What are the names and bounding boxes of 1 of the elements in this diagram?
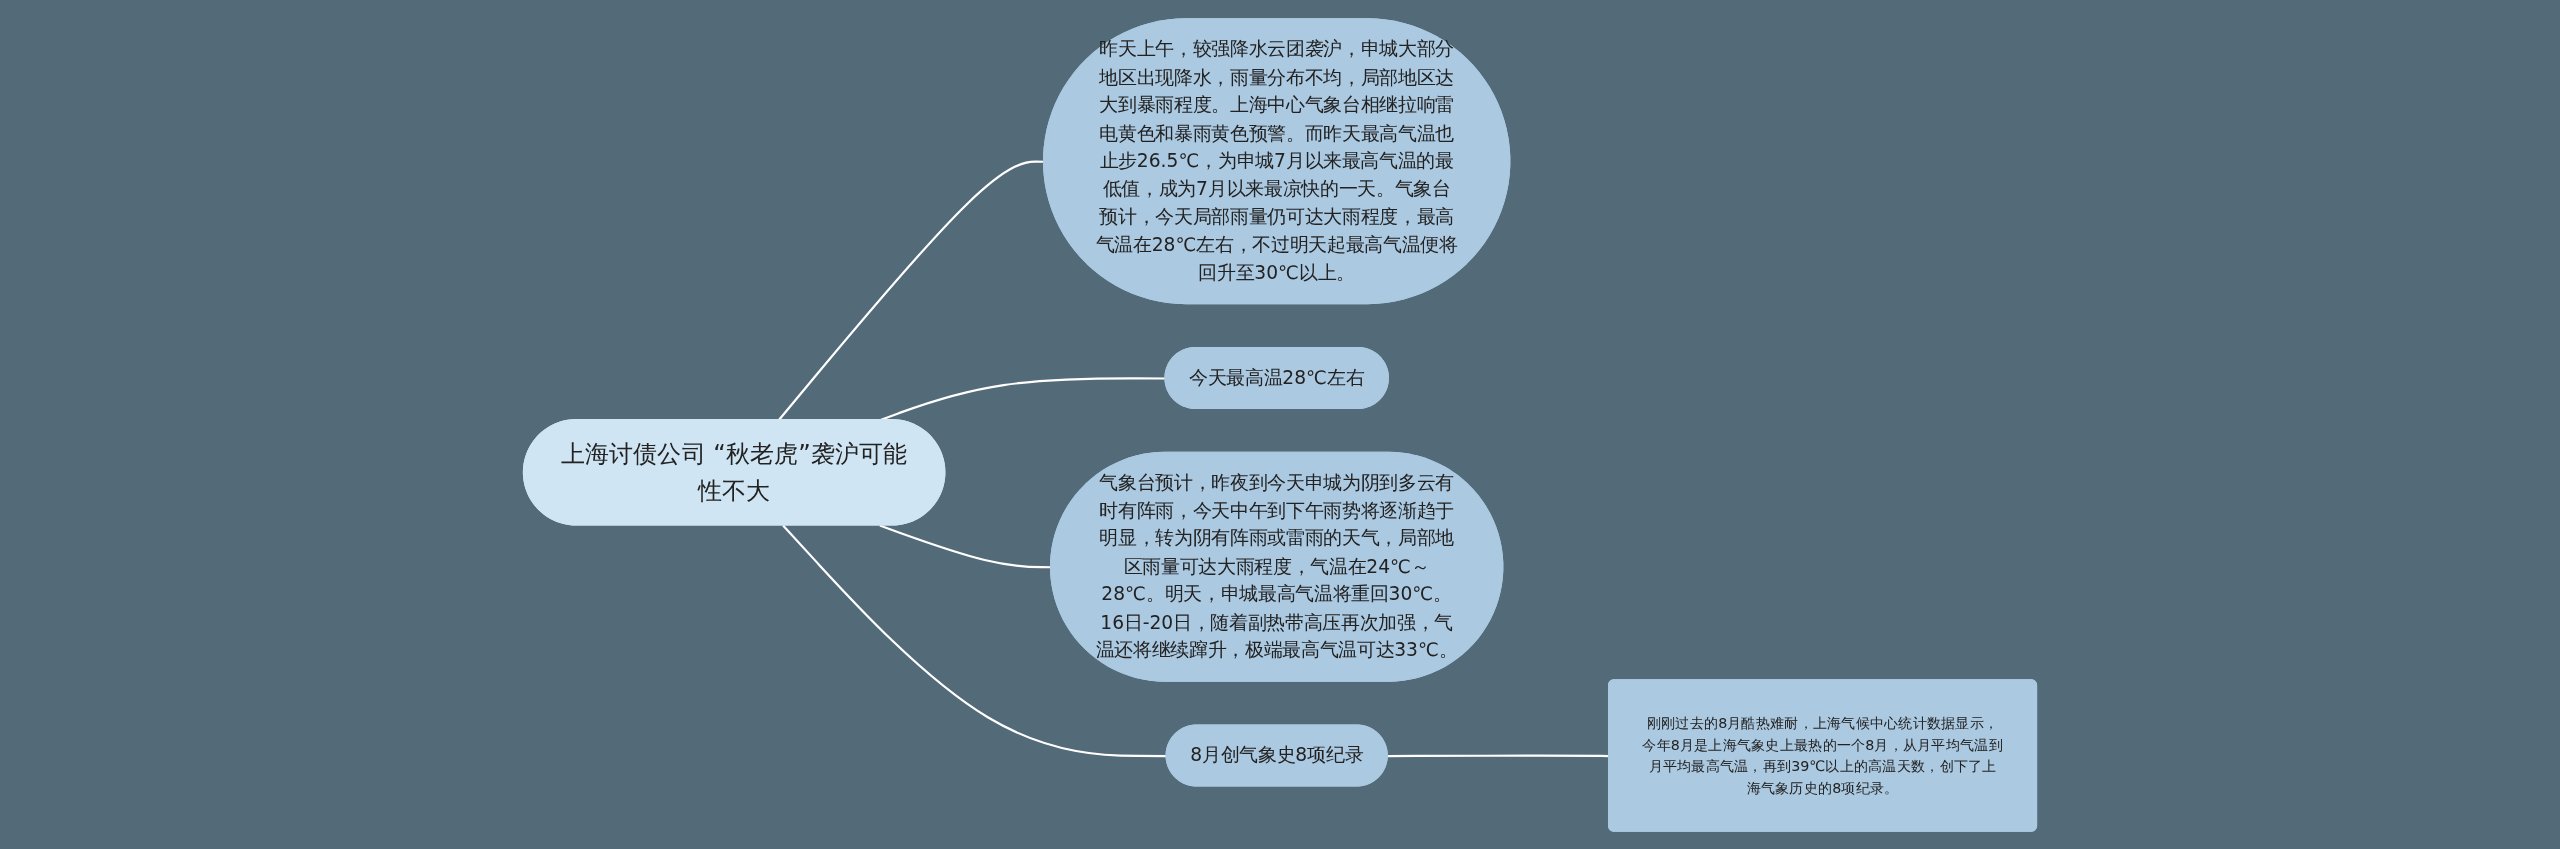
connector — [782, 524, 1167, 757]
